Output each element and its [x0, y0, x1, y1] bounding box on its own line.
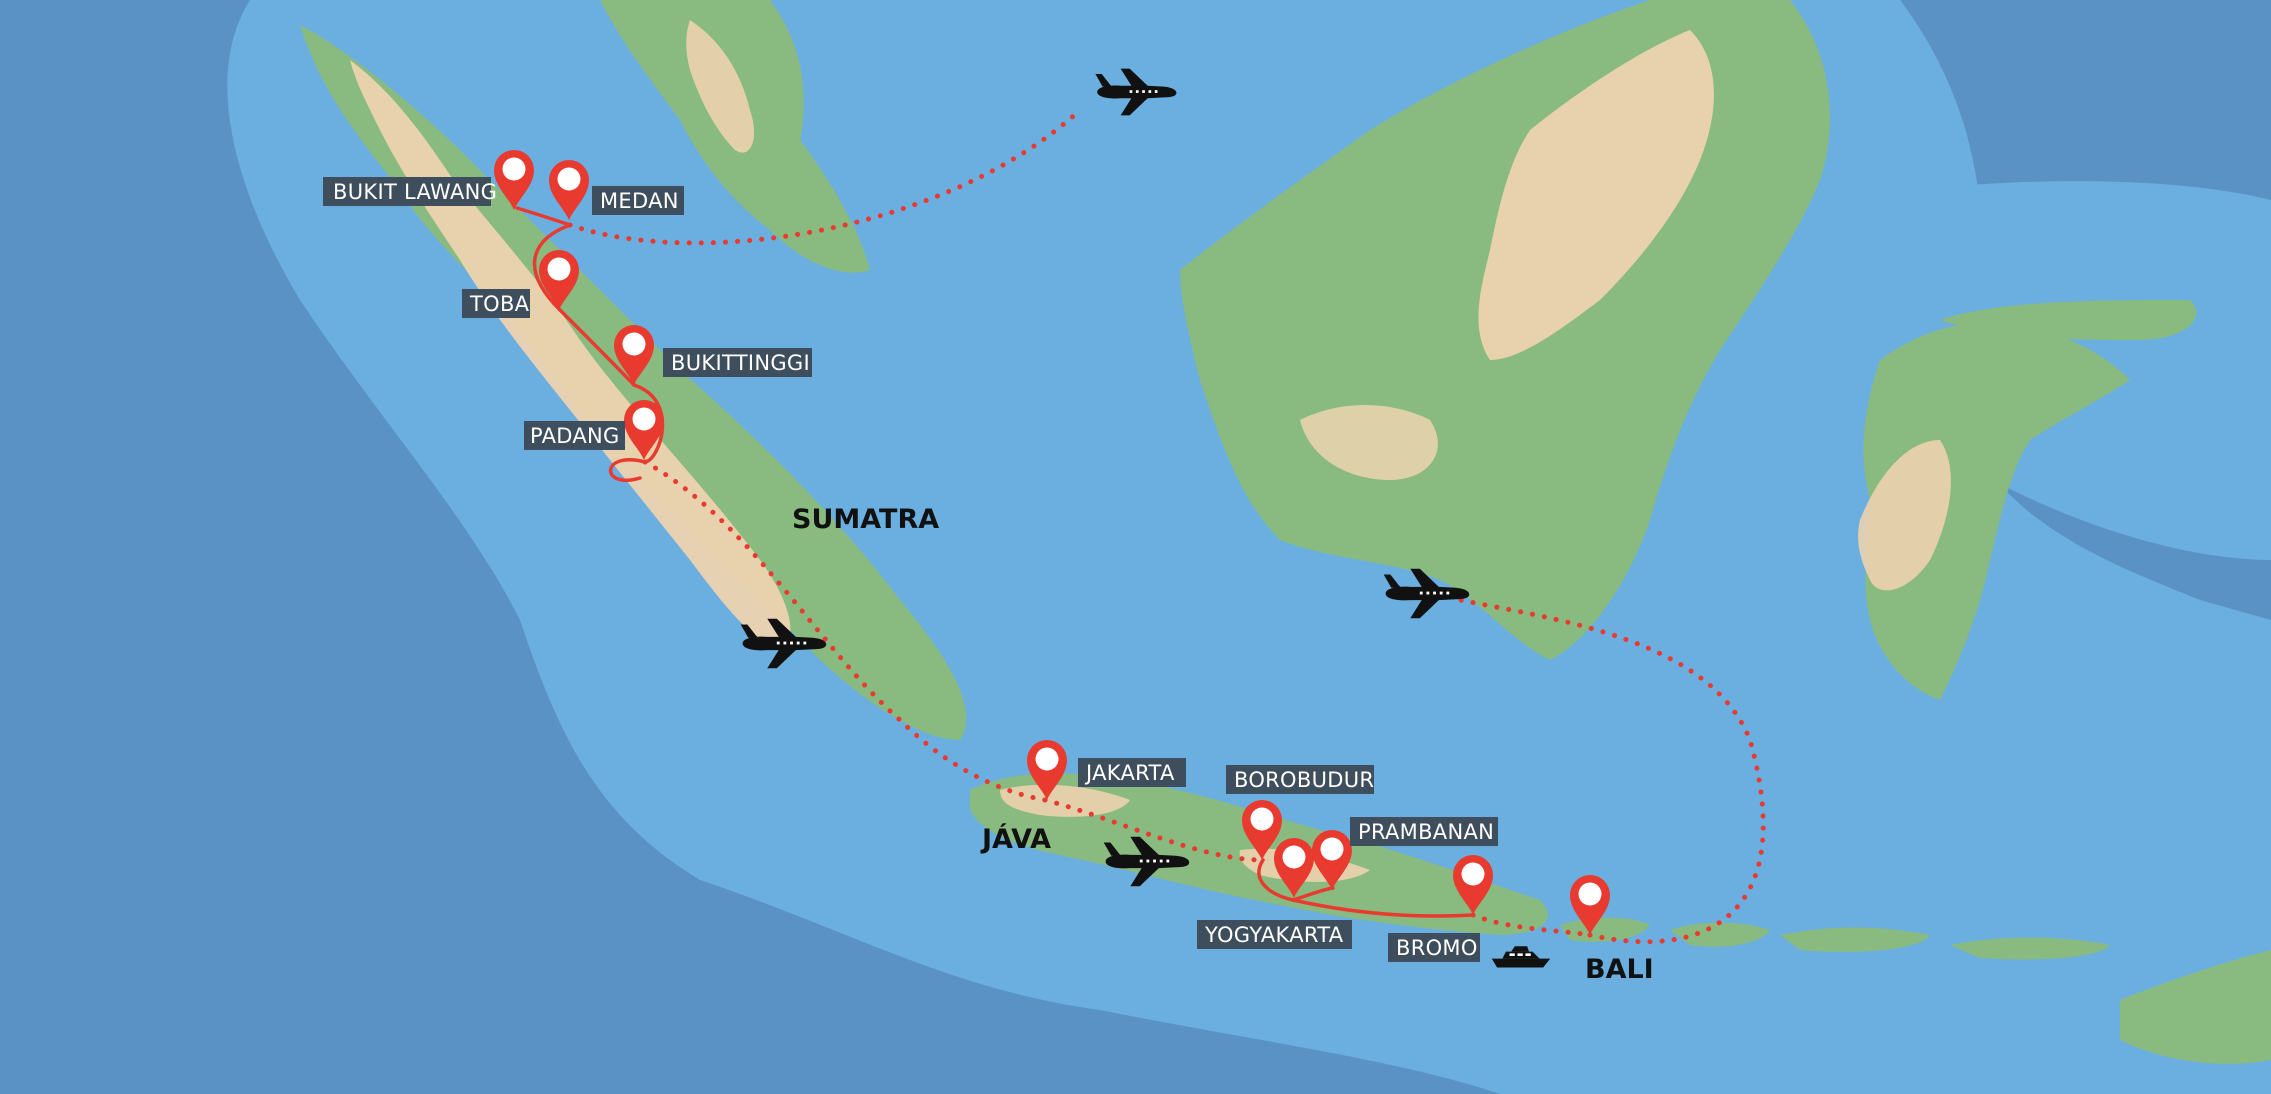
svg-text:JAKARTA: JAKARTA	[1084, 761, 1175, 785]
sumbawa-island	[1780, 927, 1930, 952]
sulawesi-island	[1863, 300, 2197, 700]
svg-text:PRAMBANAN: PRAMBANAN	[1358, 820, 1494, 844]
label-padang[interactable]: PADANG	[524, 421, 625, 450]
label-bromo[interactable]: BROMO	[1388, 933, 1480, 962]
route-toba-bukittinggi	[558, 308, 636, 387]
route-padang-loop	[608, 458, 647, 482]
svg-text:BUKITTINGGI: BUKITTINGGI	[671, 351, 810, 375]
label-bukit-lawang[interactable]: BUKIT LAWANG	[323, 177, 497, 206]
flight-out-bali	[1457, 597, 1766, 945]
overland-route	[515, 206, 1475, 918]
timor-island	[2120, 950, 2271, 1064]
borneo-highlands-south	[1300, 405, 1438, 480]
route-yogya-prambanan	[1291, 886, 1335, 902]
label-medan[interactable]: MEDAN	[592, 186, 684, 215]
route-jakarta-yogyakarta	[1042, 797, 1266, 863]
malay-highlands	[686, 20, 755, 153]
svg-text:BROMO: BROMO	[1396, 936, 1478, 960]
svg-text:TOBA: TOBA	[469, 292, 530, 316]
borneo-highlands	[1478, 30, 1714, 360]
region-sumatra: SUMATRA	[792, 504, 939, 535]
ferry-bromo-bali	[1470, 912, 1593, 938]
svg-text:MEDAN: MEDAN	[600, 189, 679, 213]
label-bukittinggi[interactable]: BUKITTINGGI	[663, 348, 812, 377]
flight-routes	[567, 107, 1766, 945]
route-yogya-bromo	[1291, 898, 1475, 918]
lombok-island	[1670, 922, 1770, 947]
bali-island	[1560, 917, 1650, 942]
svg-text:YOGYAKARTA: YOGYAKARTA	[1204, 923, 1344, 947]
svg-text:BUKIT LAWANG: BUKIT LAWANG	[333, 180, 497, 204]
route-java-inland	[1257, 858, 1295, 902]
region-bali: BALI	[1585, 954, 1654, 985]
sumatra-highlands	[350, 60, 791, 650]
flores-island	[1950, 937, 2110, 960]
route-medan-toba	[532, 223, 572, 312]
region-java: JÁVA	[980, 823, 1051, 855]
flight-padang-jakarta	[642, 459, 1048, 803]
svg-text:BOROBUDUR: BOROBUDUR	[1234, 768, 1374, 792]
label-prambanan[interactable]: PRAMBANAN	[1350, 817, 1498, 846]
label-borobudur[interactable]: BOROBUDUR	[1226, 765, 1374, 794]
label-toba[interactable]: TOBA	[462, 289, 530, 318]
sulawesi-highlands	[1858, 440, 1951, 591]
flight-in-medan	[567, 107, 1083, 246]
label-yogyakarta[interactable]: YOGYAKARTA	[1197, 920, 1352, 949]
route-bukitlawang-medan	[515, 206, 572, 227]
label-jakarta[interactable]: JAKARTA	[1078, 758, 1186, 787]
city-labels: BUKIT LAWANG MEDAN TOBA BUKITTINGGI PADA…	[323, 177, 1498, 962]
svg-text:PADANG: PADANG	[530, 424, 620, 448]
